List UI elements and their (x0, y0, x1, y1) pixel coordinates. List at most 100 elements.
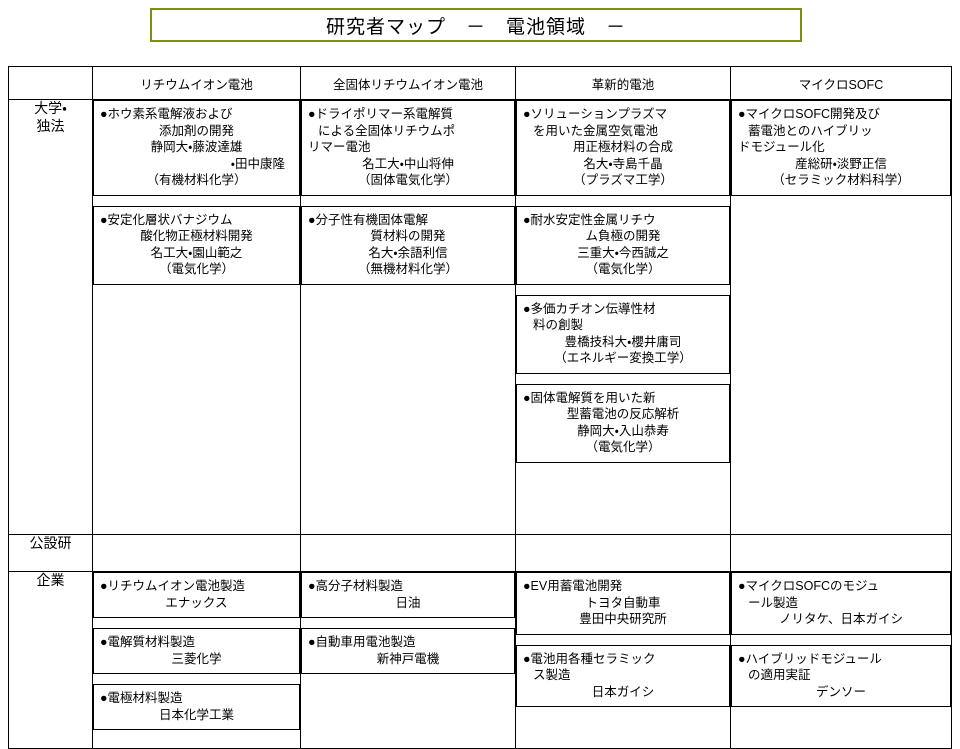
entry-card-line: ●耐水安定性金属リチウ (523, 212, 656, 227)
entry-card-line: デンソー (815, 684, 866, 699)
entry-card[interactable]: ●高分子材料製造日油 (301, 572, 515, 618)
cell-university-all-solid-state: ●ドライポリマー系電解質による全固体リチウムポリマー電池名工大・中山将伸（固体電… (300, 99, 516, 535)
table-row-university: 大学・ 独法 ●ホウ素系電解液および添加剤の開発静岡大・藤波達雄・田中康隆 （有機材… (8, 99, 952, 535)
row-label-text: 公設研 (29, 535, 72, 551)
entry-card[interactable]: ●リチウムイオン電池製造エナックス (93, 572, 300, 618)
entry-card-line: （有機材料化学） (146, 173, 247, 187)
entry-card[interactable]: ●分子性有機固体電解質材料の開発名大・余語利信（無機材料化学） (301, 205, 515, 285)
table-body: 大学・ 独法 ●ホウ素系電解液および添加剤の開発静岡大・藤波達雄・田中康隆 （有機材… (8, 99, 952, 749)
entry-card[interactable]: ●ドライポリマー系電解質による全固体リチウムポリマー電池名工大・中山将伸（固体電… (301, 100, 515, 196)
entry-card-line: 日油 (395, 595, 421, 610)
column-header-lithium-ion: リチウムイオン電池 (92, 66, 301, 100)
entry-card-line: ●リチウムイオン電池製造 (100, 579, 246, 593)
column-header-all-solid-state: 全固体リチウムイオン電池 (300, 66, 516, 100)
cell-kosetsuken-all-solid-state (300, 534, 516, 572)
table-header: リチウムイオン電池 全固体リチウムイオン電池 革新的電池 マイクロSOFC (8, 66, 952, 100)
entry-card-line: 添加剤の開発 (158, 123, 234, 138)
entry-card-line: ●電解質材料製造 (100, 635, 196, 649)
entry-card-line: による全固体リチウムポ (318, 123, 456, 138)
entry-card[interactable]: ●多価カチオン伝導性材料の創製豊橋技科大・櫻井庸司（エネルギー変換工学） (516, 294, 730, 374)
entry-card-line: ●安定化層状バナジウム (100, 212, 233, 227)
cell-kosetsuken-innovative-battery (515, 534, 731, 572)
entry-card-line: （電気化学） (585, 262, 661, 276)
entry-card-line: 名工大・中山将伸 (362, 156, 454, 171)
researcher-map-table: リチウムイオン電池 全固体リチウムイオン電池 革新的電池 マイクロSOFC 大学… (8, 66, 952, 749)
table-row-kosetsuken: 公設研 (8, 534, 952, 572)
cell-kigyo-micro-sofc: ●マイクロSOFCのモジュール製造ノリタケ、日本ガイシ ●ハイブリッドモジュールの… (730, 571, 952, 749)
entry-card[interactable]: ●電解質材料製造三菱化学 (93, 628, 300, 674)
entry-card-line: 静岡大・入山恭寿 (577, 423, 669, 438)
entry-card-line: 日本ガイシ (591, 684, 655, 699)
entry-card-line: ●ドライポリマー系電解質 (308, 107, 454, 121)
entry-card-line: ●電極材料製造 (100, 691, 183, 705)
entry-card-line: 三菱化学 (171, 651, 222, 666)
entry-card[interactable]: ●ハイブリッドモジュールの適用実証デンソー (731, 644, 951, 707)
entry-card-line: ●固体電解質を用いた新 (523, 390, 656, 405)
cell-university-innovative-battery: ●ソリューションプラズマを用いた金属空気電池用正極材料の合成名大・寺島千晶（プラ… (515, 99, 731, 535)
table-row-kigyo: 企業●リチウムイオン電池製造エナックス●電解質材料製造三菱化学●電極材料製造日本… (8, 571, 952, 749)
entry-card[interactable]: ●EV用蓄電池開発トヨタ自動車豊田中央研究所 (516, 572, 730, 635)
entry-card-line: 質材料の開発 (370, 229, 446, 243)
entry-card-line: ●ホウ素系電解液および (100, 107, 233, 121)
entry-card-line: 名工大・園山範之 (150, 245, 243, 260)
entry-card-line: 型蓄電池の反応解析 (566, 407, 680, 421)
entry-card-line: ●分子性有機固体電解 (308, 212, 429, 227)
entry-card[interactable]: ●マイクロSOFC開発及び蓄電池とのハイブリッドモジュール化産総研・淡野正信（セ… (731, 100, 951, 196)
entry-card-line: ●EV用蓄電池開発 (523, 579, 623, 593)
entry-card-line: （電気化学） (585, 440, 661, 454)
entry-card-line: 日本化学工業 (158, 707, 234, 722)
entry-card-line: を用いた金属空気電池 (533, 123, 659, 138)
column-header-innovative-battery: 革新的電池 (515, 66, 731, 100)
entry-card[interactable]: ●電極材料製造日本化学工業 (93, 684, 300, 730)
table-header-row: リチウムイオン電池 全固体リチウムイオン電池 革新的電池 マイクロSOFC (8, 66, 952, 100)
entry-card-line: ール製造 (748, 595, 799, 610)
entry-card-line: ム負極の開発 (585, 229, 661, 243)
title-banner: 研究者マップ － 電池領域 － (150, 8, 802, 42)
entry-card-line: ●高分子材料製造 (308, 579, 404, 593)
cell-kosetsuken-lithium-ion (92, 534, 301, 572)
entry-card-line: 料の創製 (533, 318, 584, 332)
entry-card-line: 蓄電池とのハイブリッ (748, 123, 873, 138)
entry-card-line: 酸化物正極材料開発 (140, 229, 253, 243)
entry-card-line: トヨタ自動車 (585, 595, 661, 610)
entry-card[interactable]: ●ホウ素系電解液および添加剤の開発静岡大・藤波達雄・田中康隆 （有機材料化学） (93, 100, 300, 196)
entry-card-line: ・田中康隆 (230, 156, 285, 171)
entry-card[interactable]: ●マイクロSOFCのモジュール製造ノリタケ、日本ガイシ (731, 572, 951, 635)
cell-kigyo-all-solid-state: ●高分子材料製造日油 ●自動車用電池製造新神戸電機 (300, 571, 516, 749)
cell-university-micro-sofc: ●マイクロSOFC開発及び蓄電池とのハイブリッドモジュール化産総研・淡野正信（セ… (730, 99, 952, 535)
entry-card-line: ●マイクロSOFCのモジュ (738, 579, 880, 593)
entry-card-line: （セラミック材料科学） (772, 173, 910, 187)
entry-card-line: （電気化学） (158, 262, 234, 276)
entry-card-line: ●ソリューションプラズマ (523, 107, 668, 121)
entry-card[interactable]: ●ソリューションプラズマを用いた金属空気電池用正極材料の合成名大・寺島千晶（プラ… (516, 100, 730, 196)
row-label-kosetsuken: 公設研 (8, 534, 93, 572)
entry-card-line: の適用実証 (748, 668, 811, 682)
row-label-kigyo: 企業 (8, 571, 93, 749)
entry-card-line: ●ハイブリッドモジュール (738, 651, 882, 666)
entry-card[interactable]: ●安定化層状バナジウム酸化物正極材料開発名工大・園山範之 （電気化学） (93, 205, 300, 285)
row-label-university: 大学・ 独法 (8, 99, 93, 535)
entry-card[interactable]: ●固体電解質を用いた新型蓄電池の反応解析静岡大・入山恭寿 （電気化学） (516, 383, 730, 463)
entry-card-line: リマー電池 (308, 140, 371, 154)
cell-kigyo-lithium-ion: ●リチウムイオン電池製造エナックス ●電解質材料製造三菱化学 ●電極材料製造日本化学… (92, 571, 301, 749)
entry-card-line: ドモジュール化 (738, 140, 825, 154)
entry-card[interactable]: ●耐水安定性金属リチウム負極の開発三重大・今西誠之 （電気化学） (516, 205, 730, 285)
entry-card-line: 産総研・淡野正信 (795, 156, 887, 171)
entry-card-line: ノリタケ、日本ガイシ (778, 612, 903, 626)
corner-header-cell (8, 66, 93, 100)
entry-card-line: エナックス (165, 595, 228, 610)
entry-card-line: （エネルギー変換工学） (554, 351, 692, 365)
entry-card-line: 静岡大・藤波達雄 (150, 140, 243, 154)
entry-card-line: 豊田中央研究所 (579, 612, 667, 626)
entry-card-line: 用正極材料の合成 (572, 140, 673, 154)
row-label-text: 企業 (36, 572, 65, 588)
page-title: 研究者マップ － 電池領域 － (325, 16, 626, 38)
entry-card-line: 豊橋技科大・櫻井庸司 (564, 334, 682, 349)
entry-card-line: 三重大・今西誠之 (577, 245, 669, 260)
entry-card[interactable]: ●電池用各種セラミックス製造日本ガイシ (516, 644, 730, 707)
entry-card-line: ●自動車用電池製造 (308, 635, 416, 649)
column-header-micro-sofc: マイクロSOFC (730, 66, 952, 100)
entry-card-line: ス製造 (533, 668, 571, 682)
cell-kigyo-innovative-battery: ●EV用蓄電池開発トヨタ自動車豊田中央研究所●電池用各種セラミックス製造日本ガイ… (515, 571, 731, 749)
entry-card[interactable]: ●自動車用電池製造新神戸電機 (301, 628, 515, 674)
